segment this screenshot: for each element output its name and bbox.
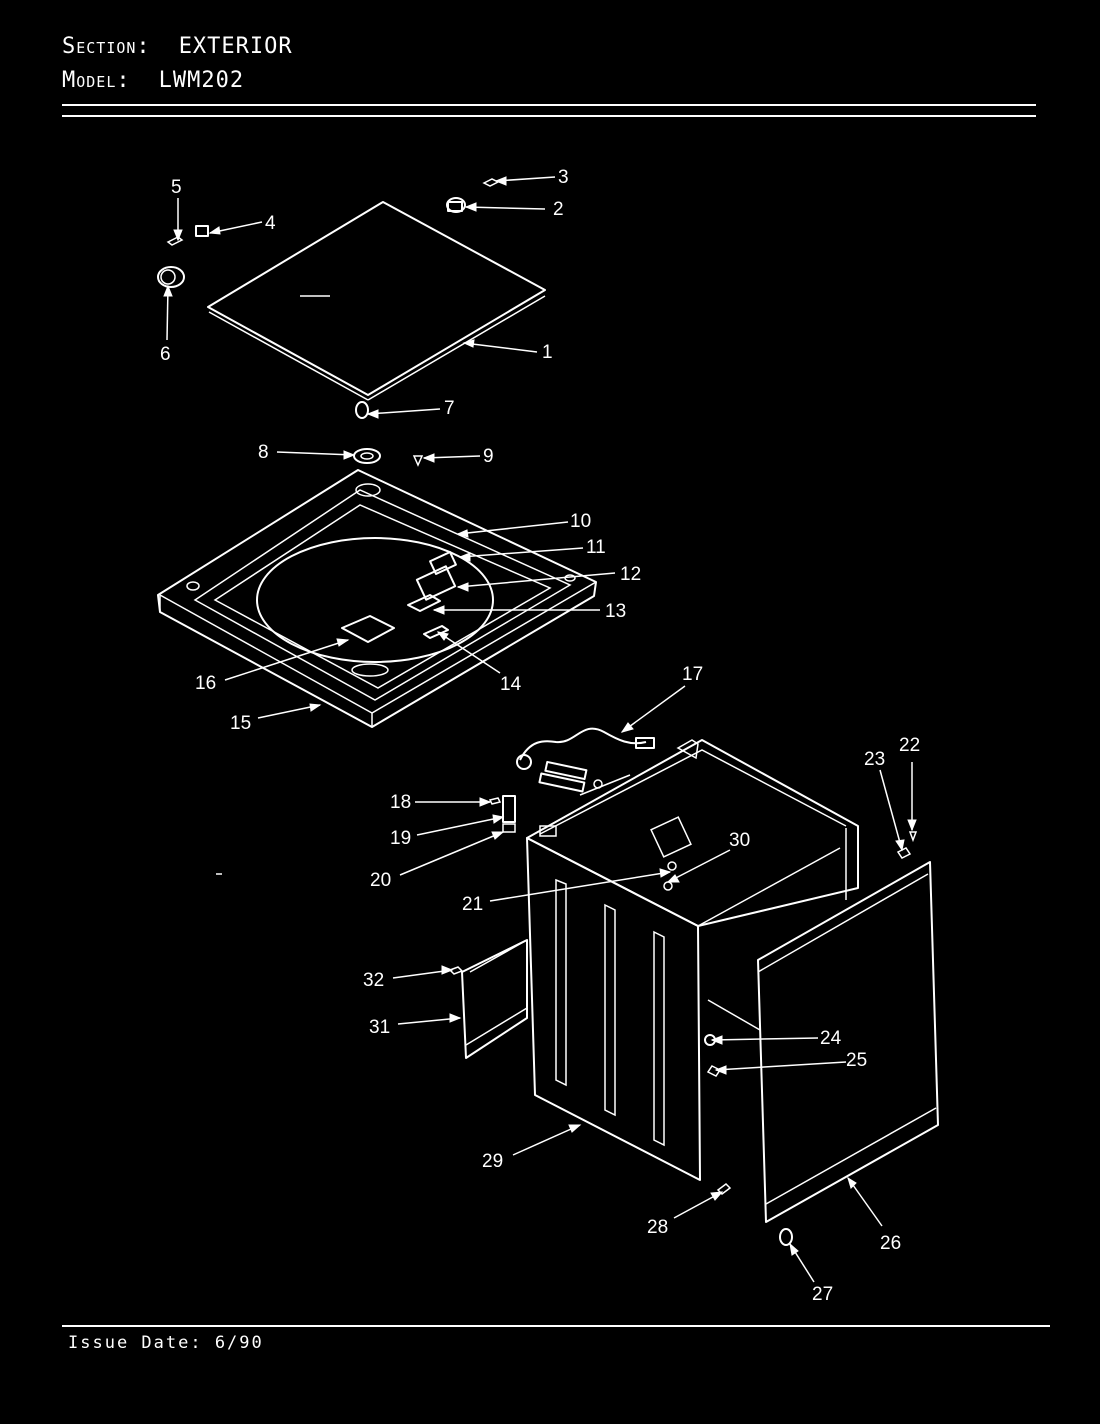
model-label: Model: — [62, 68, 131, 93]
callout-21: 21 — [462, 894, 483, 915]
callout-16: 16 — [195, 673, 216, 694]
callout-25: 25 — [846, 1050, 867, 1071]
callout-29: 29 — [482, 1151, 503, 1172]
section-header: Section: EXTERIOR — [62, 34, 293, 59]
small-hardware-top — [157, 178, 500, 467]
callout-32: 32 — [363, 970, 384, 991]
callout-1: 1 — [542, 342, 553, 363]
cabinet-hardware — [488, 795, 732, 1195]
issue-date: Issue Date: 6/90 — [68, 1333, 264, 1353]
callout-numbers: 1 2 3 4 5 6 7 8 9 10 11 12 13 14 15 16 1… — [160, 167, 920, 1305]
callout-26: 26 — [880, 1233, 901, 1254]
model-header: Model: LWM202 — [62, 68, 244, 93]
callout-22: 22 — [899, 735, 920, 756]
top-cover-part — [157, 469, 597, 728]
section-label: Section: — [62, 34, 151, 59]
callout-19: 19 — [390, 828, 411, 849]
callout-31: 31 — [369, 1017, 390, 1038]
callout-9: 9 — [483, 446, 494, 467]
callout-27: 27 — [812, 1284, 833, 1305]
model-value: LWM202 — [158, 68, 245, 93]
callout-24: 24 — [820, 1028, 842, 1049]
section-value: EXTERIOR — [178, 34, 293, 59]
lid-part — [207, 201, 546, 401]
callout-10: 10 — [570, 511, 591, 532]
callout-12: 12 — [620, 564, 641, 585]
callout-7: 7 — [444, 398, 455, 419]
callout-15: 15 — [230, 713, 251, 734]
callout-3: 3 — [558, 167, 569, 188]
callout-30: 30 — [729, 830, 750, 851]
callout-14: 14 — [500, 674, 522, 695]
access-panel-part — [448, 939, 528, 1059]
callout-11: 11 — [586, 537, 606, 558]
cabinet-part — [469, 739, 859, 1181]
callout-13: 13 — [605, 601, 626, 622]
callout-2: 2 — [553, 199, 564, 220]
callout-28: 28 — [647, 1217, 668, 1238]
callout-6: 6 — [160, 344, 171, 365]
callout-18: 18 — [390, 792, 411, 813]
callout-5: 5 — [171, 177, 182, 198]
side-panel-part — [757, 831, 939, 1246]
callout-4: 4 — [265, 213, 276, 234]
callout-23: 23 — [864, 749, 885, 770]
callout-8: 8 — [258, 442, 269, 463]
callout-20: 20 — [370, 870, 391, 891]
power-cord-part — [516, 727, 655, 796]
leader-lines — [163, 176, 917, 1283]
callout-17: 17 — [682, 664, 703, 685]
